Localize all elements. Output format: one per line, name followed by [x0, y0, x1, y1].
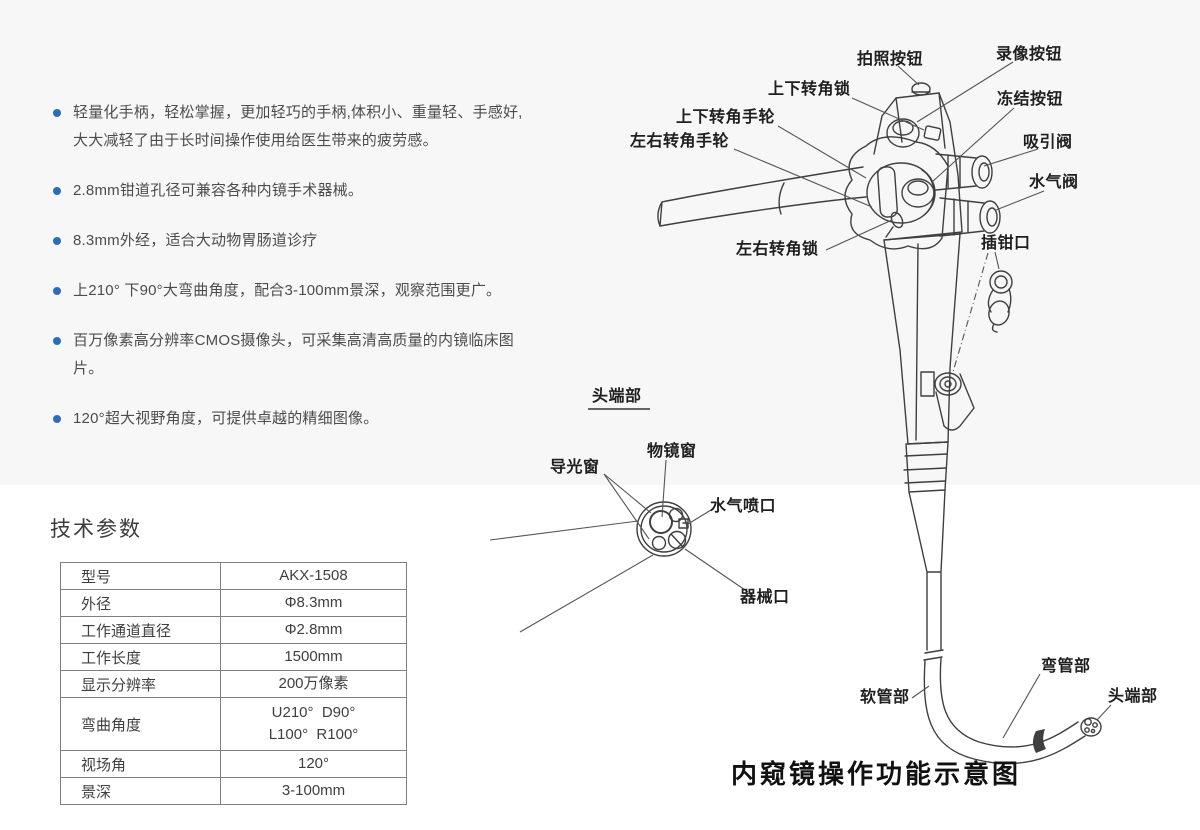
label-updown-lock: 上下转角锁: [768, 79, 851, 98]
feature-item: 上210° 下90°大弯曲角度，配合3-100mm景深，观察范围更广。: [50, 277, 528, 305]
label-airwater-nozzle: 水气喷口: [710, 496, 776, 515]
spec-value: 120°: [220, 750, 407, 778]
spec-row: 景深 3-100mm: [60, 777, 407, 805]
spec-value-line: U210° D90°: [271, 704, 356, 721]
handle-grip-drawing: [883, 233, 961, 445]
spec-row: 型号 AKX-1508: [60, 562, 407, 590]
spec-label: 外径: [60, 589, 221, 617]
label-bending-tube: 弯管部: [1041, 656, 1091, 675]
spec-row: 工作长度 1500mm: [60, 643, 407, 671]
spec-table: 型号 AKX-1508 外径 Φ8.3mm 工作通道直径 Φ2.8mm 工作长度…: [60, 562, 407, 805]
tip-cross-section-drawing: [636, 501, 692, 557]
spec-heading: 技术参数: [50, 518, 142, 541]
label-airwater-valve: 水气阀: [1029, 172, 1079, 191]
updown-lock-drawing: [923, 125, 942, 141]
distal-tip-drawing: [1080, 717, 1102, 737]
spec-value: Φ2.8mm: [220, 616, 407, 644]
record-button-drawing: [886, 118, 920, 148]
label-objective-window: 物镜窗: [647, 441, 697, 460]
spec-value: AKX-1508: [220, 562, 407, 590]
spec-row: 外径 Φ8.3mm: [60, 589, 407, 617]
spec-label: 显示分辨率: [60, 670, 221, 698]
spec-value: 200万像素: [220, 670, 407, 698]
label-suction-valve: 吸引阀: [1023, 132, 1073, 151]
diagram-labels: 拍照按钮 录像按钮 上下转角锁 上下转角手轮 左右转角手轮 冻结按钮 吸引阀 水…: [550, 44, 1158, 706]
spec-label: 型号: [60, 562, 221, 590]
label-light-window: 导光窗: [550, 457, 600, 476]
spec-row: 视场角 120°: [60, 750, 407, 778]
freeze-button-drawing: [901, 178, 935, 208]
strain-relief-drawing: [903, 441, 949, 493]
label-tip-end: 头端部: [1108, 686, 1158, 705]
airwater-nozzle-drawing: [678, 518, 689, 529]
objective-window-drawing: [649, 510, 673, 534]
spec-value: 1500mm: [220, 643, 407, 671]
label-soft-tube: 软管部: [860, 687, 910, 706]
biopsy-port-drawing: [920, 371, 975, 431]
endoscope-diagram: 拍照按钮 录像按钮 上下转角锁 上下转角手轮 左右转角手轮 冻结按钮 吸引阀 水…: [489, 44, 1158, 765]
label-freeze-button: 冻结按钮: [997, 89, 1063, 108]
label-forceps-port: 插钳口: [981, 233, 1031, 252]
spec-row: 显示分辨率 200万像素: [60, 670, 407, 698]
universal-cord-drawing: [657, 166, 867, 227]
top-gray-band: [0, 0, 1200, 485]
label-tip-section-heading: 头端部: [592, 386, 642, 405]
spec-row: 弯曲角度 U210° D90° L100° R100°: [60, 697, 407, 751]
leader-lines: [489, 61, 1112, 739]
feature-item: 120°超大视野角度，可提供卓越的精细图像。: [50, 405, 528, 433]
photo-button-drawing: [911, 82, 931, 96]
spec-label: 弯曲角度: [60, 697, 221, 751]
light-window-drawing: [668, 507, 684, 523]
spec-value: 3-100mm: [220, 777, 407, 805]
spec-value: U210° D90° L100° R100°: [220, 697, 407, 751]
bending-section-drawing: [923, 657, 1086, 765]
light-window-drawing: [651, 535, 667, 551]
biopsy-cap-detail-drawing: [987, 270, 1013, 333]
label-instrument-port: 器械口: [739, 587, 790, 606]
suction-valve-drawing: [935, 153, 993, 191]
spec-label: 工作长度: [60, 643, 221, 671]
spec-label: 工作通道直径: [60, 616, 221, 644]
spec-value-line: L100° R100°: [268, 726, 359, 743]
feature-list-section: 轻量化手柄，轻松掌握，更加轻巧的手柄,体积小、重量轻、手感好,大大减轻了由于长时…: [50, 99, 528, 455]
spec-row: 工作通道直径 Φ2.8mm: [60, 616, 407, 644]
feature-item: 8.3mm外经，适合大动物胃肠道诊疗: [50, 227, 528, 255]
label-leftright-lock: 左右转角锁: [735, 239, 819, 258]
feature-list: 轻量化手柄，轻松掌握，更加轻巧的手柄,体积小、重量轻、手感好,大大减轻了由于长时…: [50, 99, 528, 433]
instrument-channel-drawing: [667, 530, 687, 550]
label-updown-wheel: 上下转角手轮: [676, 107, 775, 126]
spec-value: Φ8.3mm: [220, 589, 407, 617]
leftright-lock-drawing: [890, 211, 904, 229]
label-record-button: 录像按钮: [996, 44, 1062, 63]
spec-label: 视场角: [60, 750, 221, 778]
insertion-tube-drawing: [908, 489, 946, 661]
label-photo-button: 拍照按钮: [857, 49, 923, 68]
feature-item: 百万像素高分辨率CMOS摄像头，可采集高清高质量的内镜临床图片。: [50, 327, 528, 383]
spec-label: 景深: [60, 777, 221, 805]
feature-item: 2.8mm钳道孔径可兼容各种内镜手术器械。: [50, 177, 528, 205]
label-leftright-wheel: 左右转角手轮: [629, 131, 729, 150]
diagram-caption: 内窥镜操作功能示意图: [731, 760, 1022, 789]
airwater-valve-drawing: [939, 197, 1001, 237]
feature-item: 轻量化手柄，轻松掌握，更加轻巧的手柄,体积小、重量轻、手感好,大大减轻了由于长时…: [50, 99, 528, 155]
angulation-wheel-drawing: [844, 136, 949, 250]
